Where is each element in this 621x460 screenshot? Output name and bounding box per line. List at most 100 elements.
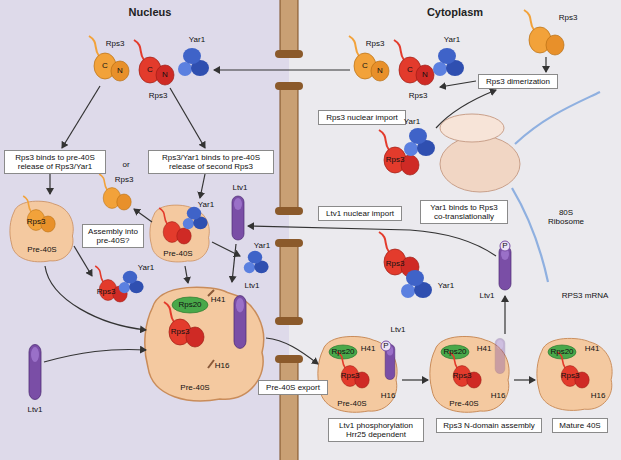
part-label: Yar1 — [438, 282, 454, 291]
part-label: Rps3 — [453, 372, 472, 381]
step-text: Rps3 nuclear import — [322, 113, 402, 122]
ltv1-protein — [232, 196, 244, 240]
part-label: Ltv1 — [244, 282, 259, 291]
part-label: Yar1 — [254, 242, 270, 251]
part-label: H41 — [361, 345, 376, 354]
rps3-protein — [164, 302, 204, 347]
part-label: Yar1 — [138, 264, 154, 273]
part-label: N — [162, 71, 168, 80]
arrows — [44, 57, 546, 380]
arrow — [74, 246, 92, 276]
step-box: Rps3 N-domain assembly — [436, 418, 542, 433]
pore-ring — [275, 207, 303, 215]
step-text: Rps3 binds to pre-40S release of Rps3/Ya… — [8, 153, 102, 171]
step-text: Ltv1 phosphorylation Hrr25 dependent — [332, 421, 420, 439]
pre40s-particle — [430, 336, 509, 412]
arrow — [440, 81, 476, 87]
arrow — [200, 174, 205, 198]
pre40s-particle — [150, 205, 209, 262]
arrow — [504, 296, 505, 334]
step-box: Rps3 nuclear import — [318, 110, 406, 125]
part-label: Rps3 — [171, 328, 190, 337]
ltv1-protein — [499, 246, 511, 290]
part-label: Rps3 — [115, 176, 134, 185]
part-label: C — [102, 62, 108, 71]
arrow — [62, 86, 100, 148]
part-label: H16 — [491, 392, 506, 401]
part-label: H16 — [591, 392, 606, 401]
step-text: Yar1 binds to Rps3 co-translationally — [424, 203, 504, 221]
ltv1-protein — [495, 338, 505, 373]
arrow — [49, 174, 50, 194]
region-heading: Cytoplasm — [427, 6, 483, 18]
part-label: Rps3 — [97, 288, 116, 297]
step-text: Ltv1 nuclear import — [322, 209, 398, 218]
arrow — [514, 379, 535, 380]
step-box: Pre-40S export — [258, 380, 328, 395]
arrow — [134, 209, 152, 222]
pre40s-particle — [318, 336, 397, 412]
step-box: Rps3/Yar1 binds to pre-40S release of se… — [148, 150, 274, 174]
yar1-protein — [401, 270, 432, 298]
part-label: Pre-40S — [180, 384, 209, 393]
part-label: Rps3 — [27, 218, 46, 227]
pre40s-particle — [10, 201, 73, 262]
part-label: Rps3 — [386, 156, 405, 165]
part-label: Rps3 — [409, 92, 428, 101]
part-label: Rps3 — [559, 14, 578, 23]
part-label: Pre-40S — [27, 246, 56, 255]
ltv1-protein — [234, 296, 246, 349]
step-box: Ltv1 nuclear import — [318, 206, 402, 221]
cytoplasm-ground — [289, 0, 621, 460]
part-label: or — [122, 161, 129, 170]
rps3-protein — [337, 352, 369, 388]
part-label: Yar1 — [404, 118, 420, 127]
ribosome-small-subunit — [440, 114, 504, 142]
step-box: Rps3 dimerization — [478, 74, 558, 89]
part-label: Rps20 — [550, 348, 573, 357]
ribosome-large-subunit — [440, 136, 520, 192]
arrow — [436, 90, 496, 128]
phospho-mark — [381, 341, 391, 351]
rps3-protein — [23, 196, 55, 232]
rps3-protein — [349, 36, 389, 81]
membrane — [280, 0, 298, 55]
part-label: P — [383, 342, 388, 351]
part-label: H41 — [477, 345, 492, 354]
part-label: N — [377, 67, 383, 76]
step-text: Assembly into pre-40S? — [86, 227, 140, 245]
part-label: Rps20 — [178, 301, 201, 310]
part-label: Rps3 — [561, 372, 580, 381]
part-label: RPS3 mRNA — [562, 292, 609, 301]
rps3-protein — [134, 40, 174, 85]
step-box: Yar1 binds to Rps3 co-translationally — [420, 200, 508, 224]
part-label: Rps3 — [366, 40, 385, 49]
step-text: Rps3 dimerization — [482, 77, 554, 86]
step-text: Rps3/Yar1 binds to pre-40S release of se… — [152, 153, 270, 171]
membrane — [280, 358, 298, 460]
phospho-mark — [500, 241, 510, 251]
part-label: N — [117, 67, 123, 76]
arrow — [232, 244, 236, 282]
pore-ring — [275, 239, 303, 247]
region-heading: Nucleus — [129, 6, 172, 18]
part-label: H16 — [215, 362, 230, 371]
part-label: C — [147, 66, 153, 75]
ltv1-protein — [29, 345, 41, 400]
mature-40s-particle — [537, 338, 612, 410]
step-box: Assembly into pre-40S? — [82, 224, 144, 248]
yar1-protein — [183, 207, 208, 229]
part-label: Ltv1 — [27, 406, 42, 415]
pore-ring — [275, 50, 303, 58]
part-label: Rps3 — [149, 92, 168, 101]
part-label: H16 — [381, 392, 396, 401]
step-text: Pre-40S export — [262, 383, 324, 392]
part-label: Pre-40S — [449, 400, 478, 409]
arrow — [45, 266, 146, 330]
part-label: C — [362, 62, 368, 71]
part-label: Pre-40S — [337, 400, 366, 409]
arrow — [170, 88, 205, 148]
yar1-protein — [433, 48, 464, 76]
pore-ring — [275, 82, 303, 90]
